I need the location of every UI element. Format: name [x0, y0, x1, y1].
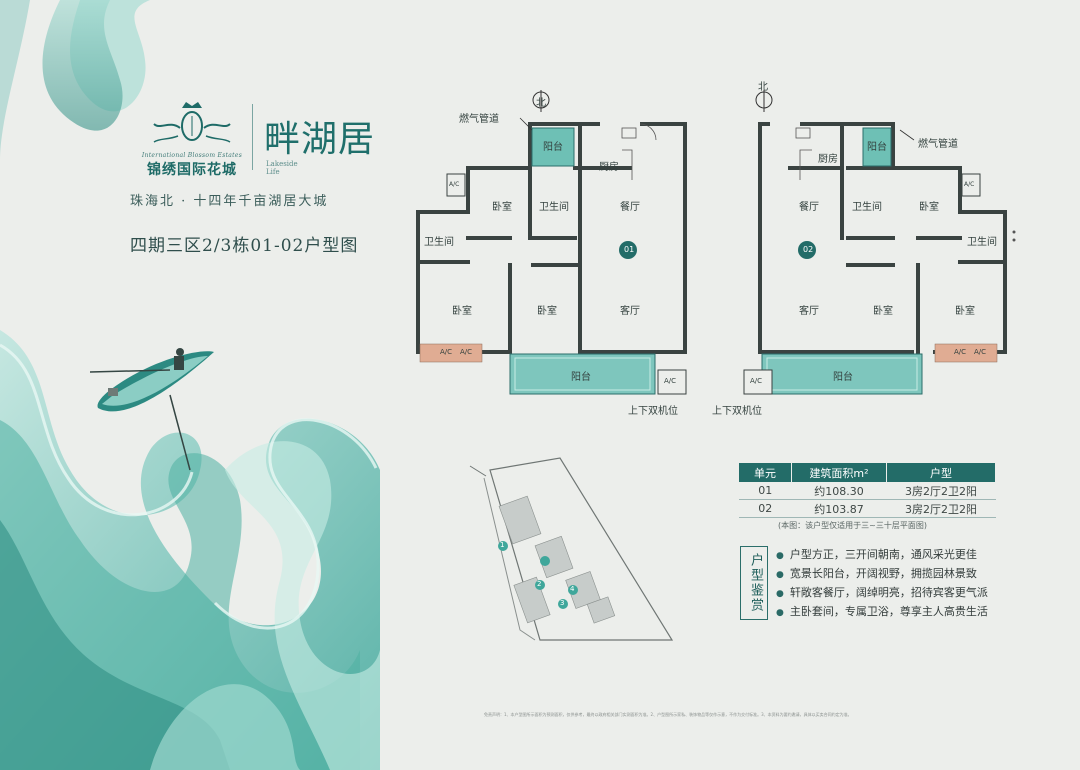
room-bedroom-mid-right: 卧室: [873, 306, 893, 317]
crest-emblem-icon: [153, 102, 231, 143]
unit-marker-01: 01: [624, 245, 635, 254]
room-bedroom-top-left: 卧室: [492, 202, 512, 213]
room-dining-right: 餐厅: [799, 202, 819, 213]
developer-logo: International Blossom Estates 锦绣国际花城: [140, 100, 244, 179]
highlights-tag: 户型鉴赏: [740, 546, 768, 620]
room-big-balcony-right: 阳台: [833, 372, 853, 383]
floor-plan-unit-02: [743, 90, 1016, 395]
disclaimer-text: 免责声明：1、本户型图所示面积为预测面积，仅供参考，最终以政府相关部门实测面积为…: [484, 712, 852, 717]
cell-area: 约103.87: [791, 499, 887, 518]
ac-position-label-left: 上下双机位: [628, 406, 678, 417]
ac-label-2-left: A/C: [460, 348, 473, 356]
highlights-list: 户型方正，三开间朝南，通风采光更佳 宽景长阳台，开阔视野，拥揽园林景致 轩敞客餐…: [776, 545, 988, 621]
list-item: 宽景长阳台，开阔视野，拥揽园林景致: [776, 564, 988, 583]
table-note: (本图：该户型仅适用于三~三十层平面图): [778, 521, 927, 530]
room-living-left: 客厅: [620, 306, 640, 317]
ac-label-4-left: A/C: [449, 181, 460, 188]
project-name: 畔湖居: [264, 119, 376, 160]
room-small-balcony-left: 阳台: [543, 142, 563, 153]
room-living-right: 客厅: [799, 306, 819, 317]
header-area: 建筑面积m²: [791, 463, 887, 482]
header-unit: 单元: [739, 463, 792, 482]
room-bedroom-left-left: 卧室: [452, 306, 472, 317]
cell-layout: 3房2厅2卫2阳: [886, 499, 996, 518]
rowboat-illustration: [89, 348, 214, 471]
cell-area: 约108.30: [791, 482, 887, 500]
room-bedroom-right-right: 卧室: [955, 306, 975, 317]
project-latin-name: Lakeside Life: [266, 160, 298, 176]
ac-label-3-left: A/C: [664, 377, 677, 385]
ac-label-1-left: A/C: [440, 348, 453, 356]
unit-area-table: 单元 建筑面积m² 户型 01 约108.30 3房2厅2卫2阳 02 约103…: [739, 463, 996, 518]
list-item: 主卧套间，专属卫浴，尊享主人高贵生活: [776, 602, 988, 621]
site-location-map: [469, 457, 674, 641]
site-marker-3: 3: [560, 599, 565, 607]
north-label-left: 北: [536, 98, 546, 109]
table-row: 01 约108.30 3房2厅2卫2阳: [739, 482, 996, 500]
room-bath-right-right: 卫生间: [967, 237, 997, 248]
room-bath-mid-left: 卫生间: [539, 202, 569, 213]
cell-unit: 02: [739, 499, 792, 518]
page-title: 四期三区2/3栋01-02户型图: [130, 236, 359, 256]
room-bedroom-mid-left: 卧室: [537, 306, 557, 317]
room-big-balcony-left: 阳台: [571, 372, 591, 383]
room-dining-left: 餐厅: [620, 202, 640, 213]
room-kitchen-left: 厨房: [599, 162, 619, 173]
north-label-right: 北: [758, 82, 768, 93]
table-row: 02 约103.87 3房2厅2卫2阳: [739, 499, 996, 518]
ac-position-label-right: 上下双机位: [712, 406, 762, 417]
slogan: 珠海北 · 十四年千亩湖居大城: [130, 194, 329, 209]
room-kitchen-right: 厨房: [818, 154, 838, 165]
room-bedroom-top-right: 卧室: [919, 202, 939, 213]
site-marker-1: 1: [500, 541, 505, 549]
site-marker-4: 4: [570, 585, 575, 593]
cell-layout: 3房2厅2卫2阳: [886, 482, 996, 500]
floor-plan-unit-01: [416, 90, 687, 395]
gas-pipe-label-right: 燃气管道: [918, 139, 958, 150]
cell-unit: 01: [739, 482, 792, 500]
brand-divider: [252, 104, 253, 170]
ac-label-3-right: A/C: [750, 377, 763, 385]
gas-pipe-label-left: 燃气管道: [459, 114, 499, 125]
ac-label-4-right: A/C: [964, 181, 975, 188]
list-item: 户型方正，三开间朝南，通风采光更佳: [776, 545, 988, 564]
room-bath-left-left: 卫生间: [424, 237, 454, 248]
room-small-balcony-right: 阳台: [867, 142, 887, 153]
header-layout: 户型: [886, 463, 996, 482]
unit-marker-02: 02: [803, 245, 814, 254]
list-item: 轩敞客餐厅，阔绰明亮，招待宾客更气派: [776, 583, 988, 602]
ac-label-1-right: A/C: [954, 348, 967, 356]
table-header-row: 单元 建筑面积m² 户型: [739, 463, 996, 482]
developer-chinese-name: 锦绣国际花城: [147, 162, 237, 178]
ac-label-2-right: A/C: [974, 348, 987, 356]
site-marker-2: 2: [537, 580, 542, 588]
developer-latin-name: International Blossom Estates: [141, 152, 243, 159]
room-bath-mid-right: 卫生间: [852, 202, 882, 213]
